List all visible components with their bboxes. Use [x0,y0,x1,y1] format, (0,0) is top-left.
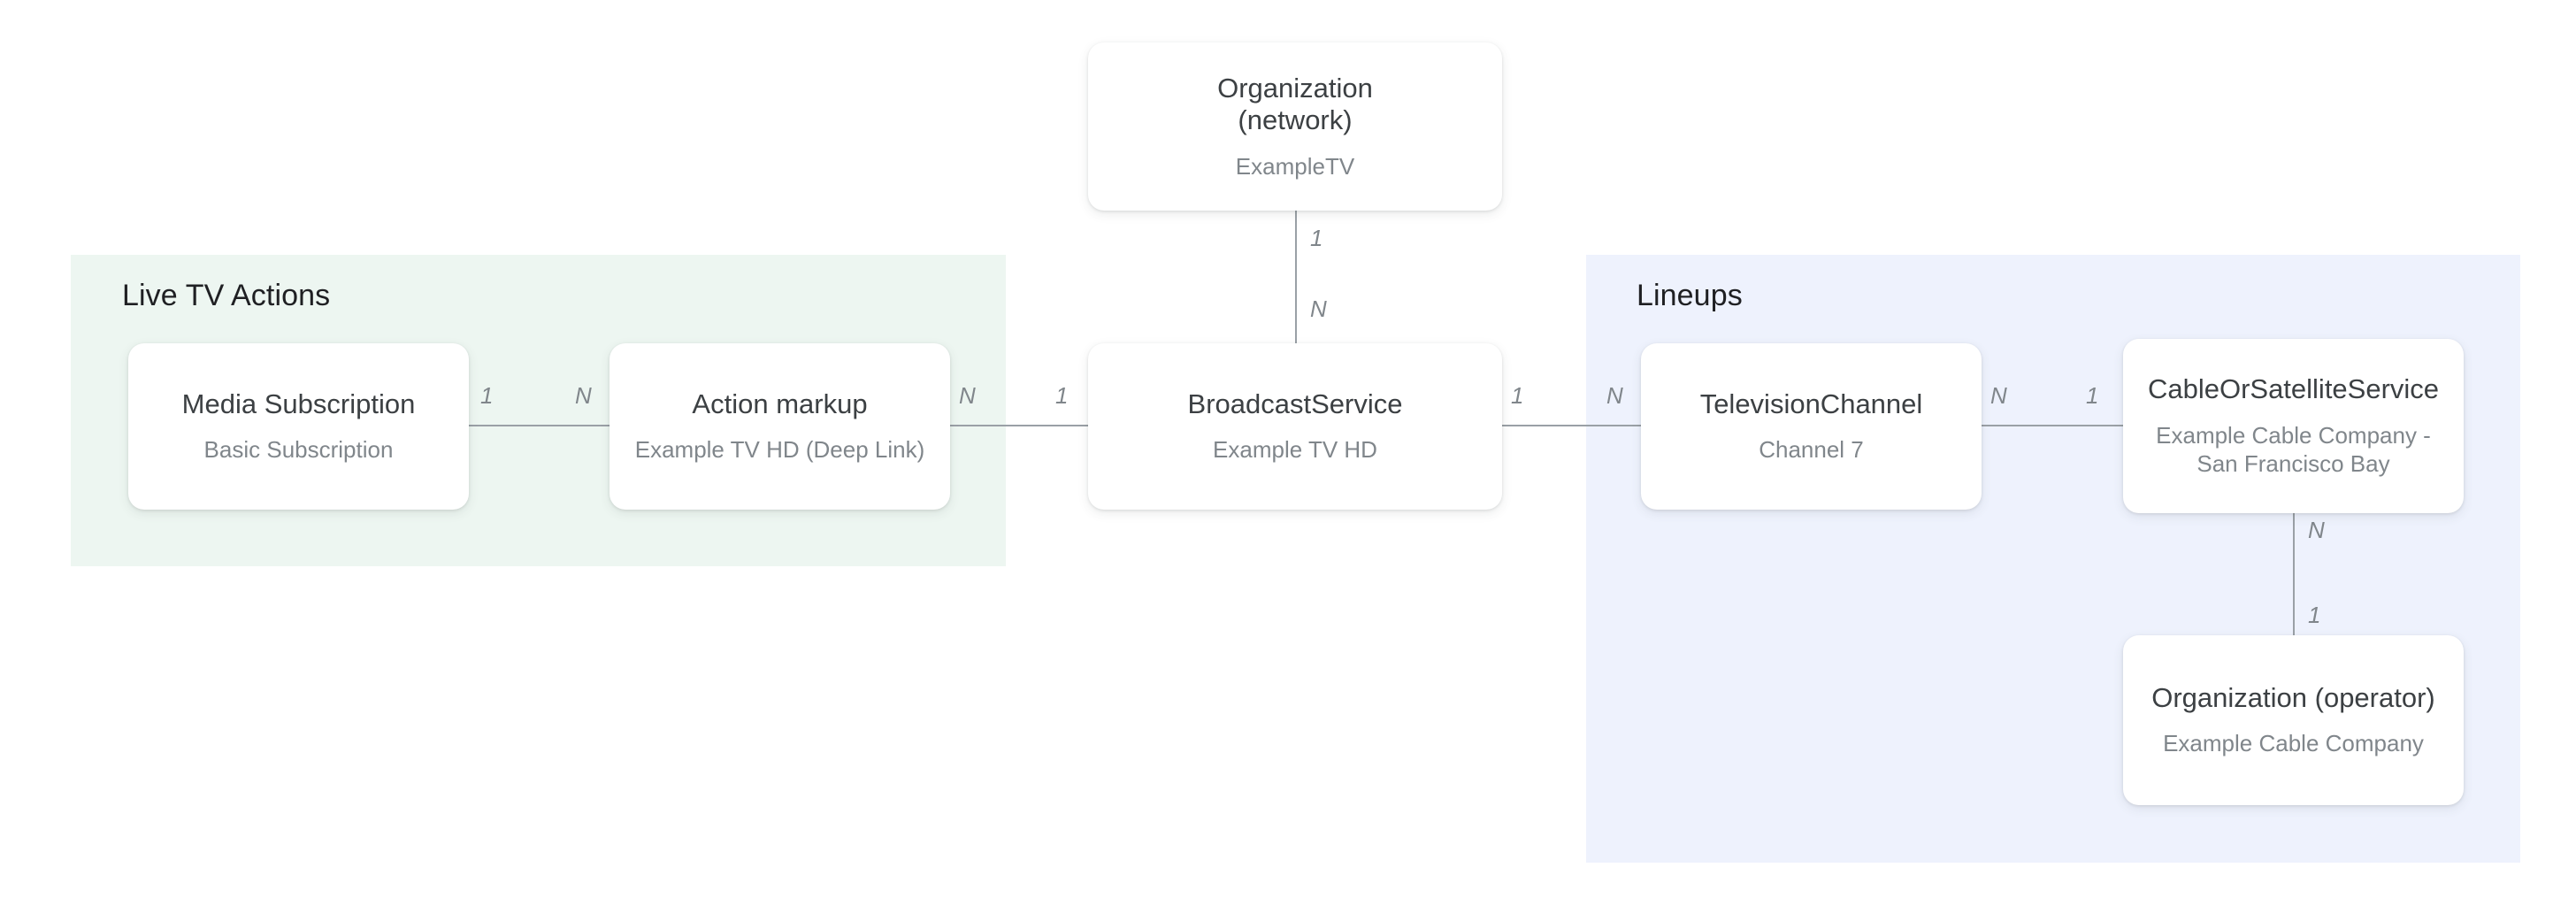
edge-label-source-action-markup-to-broadcast-service: N [959,382,976,409]
panel-title-live-tv-actions: Live TV Actions [122,279,331,312]
edge-label-source-broadcast-service-to-television-channel: 1 [1511,382,1524,409]
edge-broadcast-service-to-television-channel [1502,425,1641,426]
edge-media-subscription-to-action-markup [469,425,610,426]
node-title-organization-network: Organization (network) [1217,72,1373,136]
node-title-cable-or-satellite-service: CableOrSatelliteService [2147,373,2440,405]
node-title-television-channel: TelevisionChannel [1699,388,1923,419]
edge-label-target-cable-or-satellite-service-to-organization-operator: 1 [2308,602,2321,628]
edge-label-source-media-subscription-to-action-markup: 1 [480,382,494,409]
edge-label-target-broadcast-service-to-television-channel: N [1606,382,1623,409]
node-subtitle-broadcast-service: Example TV HD [1213,436,1377,464]
edge-label-target-television-channel-to-cable-or-satellite-service: 1 [2086,382,2099,409]
edge-label-target-action-markup-to-broadcast-service: 1 [1055,382,1069,409]
panel-title-lineups: Lineups [1637,279,1743,312]
node-organization-network[interactable]: Organization (network) ExampleTV [1088,42,1502,211]
node-title-organization-operator: Organization (operator) [2151,681,2435,713]
edge-organization-network-to-broadcast-service [1295,211,1297,343]
edge-label-target-organization-network-to-broadcast-service: N [1310,296,1327,322]
node-subtitle-organization-network: ExampleTV [1235,152,1355,180]
node-subtitle-media-subscription: Basic Subscription [203,436,394,464]
edge-label-source-television-channel-to-cable-or-satellite-service: N [1990,382,2007,409]
edge-action-markup-to-broadcast-service [950,425,1088,426]
edge-television-channel-to-cable-or-satellite-service [1982,425,2123,426]
edge-label-source-cable-or-satellite-service-to-organization-operator: N [2308,517,2325,543]
node-title-media-subscription: Media Subscription [181,388,416,419]
node-subtitle-television-channel: Channel 7 [1759,436,1864,464]
edge-label-target-media-subscription-to-action-markup: N [575,382,592,409]
edge-label-source-organization-network-to-broadcast-service: 1 [1310,225,1323,251]
node-title-broadcast-service: BroadcastService [1187,388,1403,419]
node-subtitle-organization-operator: Example Cable Company [2163,730,2424,757]
node-subtitle-action-markup: Example TV HD (Deep Link) [634,436,925,464]
node-organization-operator[interactable]: Organization (operator) Example Cable Com… [2123,635,2464,805]
node-title-action-markup: Action markup [692,388,868,419]
edge-cable-or-satellite-service-to-organization-operator [2293,513,2295,635]
node-subtitle-cable-or-satellite-service: Example Cable Company - San Francisco Ba… [2156,422,2431,477]
